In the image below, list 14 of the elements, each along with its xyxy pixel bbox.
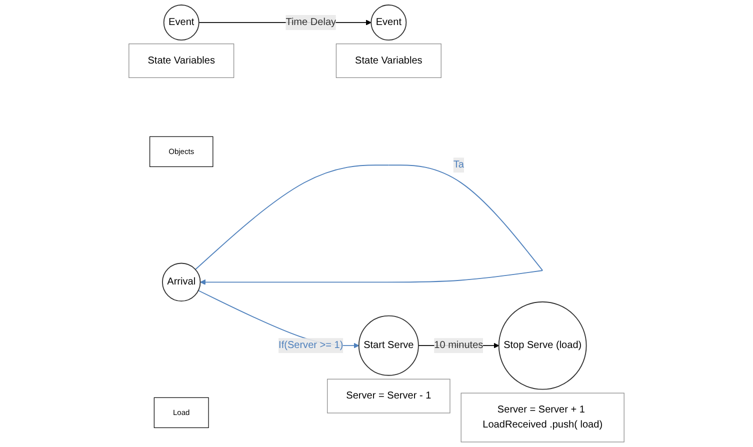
node-circle: Stop Serve (load): [498, 301, 587, 390]
node-circle: Event: [163, 4, 200, 41]
edge-label: If(Server >= 1): [278, 340, 344, 351]
arrow: [194, 164, 544, 285]
node-circle: Event: [370, 4, 407, 41]
node-label: State Variables: [148, 55, 215, 66]
node-circle: Arrival: [162, 262, 201, 302]
edge-label: Ta: [453, 159, 464, 170]
edge-label: Time Delay: [286, 16, 336, 28]
edge-label: 10 minutes: [434, 340, 484, 351]
node-label: State Variables: [355, 55, 422, 66]
node-label: Server = Server - 1: [346, 390, 432, 402]
node-label: Server = Server + 1 LoadReceived .push( load): [482, 404, 603, 430]
node-circle: Start Serve: [358, 315, 419, 376]
